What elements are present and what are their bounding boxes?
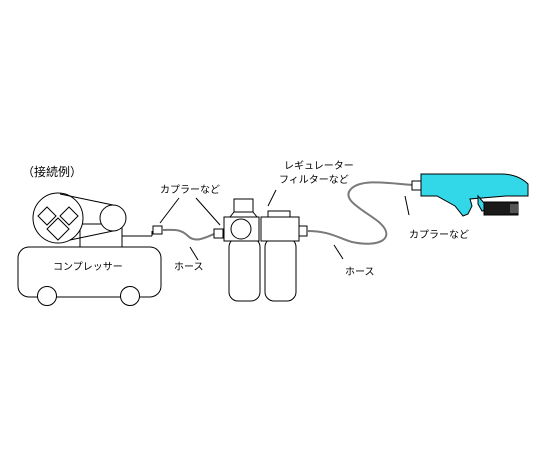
- regulator-inlet-coupler: [213, 228, 224, 239]
- leader-hose-left: [189, 246, 199, 261]
- coupler-left-label: カプラーなど: [160, 184, 220, 196]
- air-compressor: [17, 192, 163, 306]
- regulator-bowl-right: [264, 237, 297, 302]
- compressor-wheel-left: [37, 286, 57, 306]
- regulator-gauge: [230, 218, 252, 240]
- coupler-right-label: カプラーなど: [409, 229, 469, 241]
- regulator-knob-neck: [228, 211, 259, 218]
- spray-gun: [411, 173, 529, 217]
- compressor-cylinder-left: [37, 206, 57, 226]
- compressor-label: コンプレッサー: [53, 261, 123, 273]
- regulator-filter-unit: [213, 198, 308, 302]
- hose-right-label: ホース: [345, 266, 375, 278]
- hose-left: [161, 228, 223, 241]
- compressor-cylinder-right: [59, 206, 79, 226]
- leader-hose-right: [333, 244, 344, 260]
- hose-left-label: ホース: [174, 261, 204, 273]
- diagram-title: （接続例）: [22, 164, 82, 179]
- regulator-head-right-cap: [267, 210, 291, 218]
- regulator-bowl-left: [228, 237, 261, 302]
- leader-coupler-right: [404, 195, 410, 216]
- compressor-belt-bottom: [69, 230, 114, 241]
- leader-coupler-left-a: [159, 197, 180, 224]
- compressor-belt-top: [59, 193, 114, 206]
- regulator-head-right: [260, 216, 300, 242]
- regulator-label-line2: フィルターなど: [279, 174, 349, 186]
- regulator-label-line1: レギュレーター: [284, 160, 354, 172]
- compressor-pulley: [99, 204, 127, 232]
- leader-regulator: [267, 189, 277, 207]
- compressor-cylinder-center: [46, 217, 70, 241]
- leader-coupler-left-b: [195, 197, 221, 226]
- hose-right: [306, 181, 416, 245]
- regulator-outlet-coupler: [298, 225, 308, 237]
- gun-nozzle-tip: [510, 204, 518, 213]
- compressor-coupler: [152, 225, 163, 235]
- gun-body: [420, 173, 529, 217]
- regulator-knob-cap: [233, 198, 254, 213]
- compressor-wheel-right: [120, 286, 140, 306]
- gun-coupler: [411, 180, 422, 191]
